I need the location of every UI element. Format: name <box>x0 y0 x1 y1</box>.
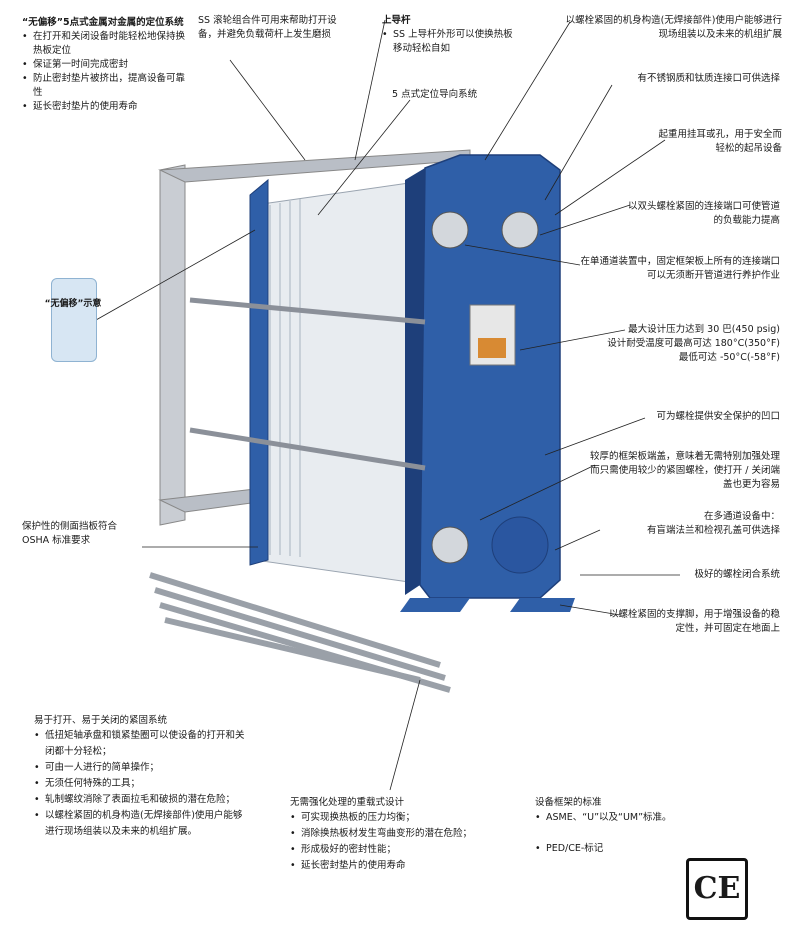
bottom-left-title: 易于打开、易于关闭的紧固系统 <box>34 715 168 726</box>
list-item: 可由一人进行的简单操作； <box>34 760 249 776</box>
list-item: 轧制螺纹消除了表面拉毛和破损的潜在危险； <box>34 792 249 808</box>
right-label-1: 以螺栓紧固的机身构造(无焊接部件)使用户能够进行现场组装以及未来的机组扩展 <box>565 15 782 40</box>
list-item: 无须任何特殊的工具； <box>34 776 249 792</box>
right-label-3: 起重用挂耳或孔，用于安全而轻松的起吊设备 <box>658 129 782 154</box>
frame-plate-side <box>405 168 425 595</box>
bottom-right-callout: 设备框架的标准 ASME、“U”以及“UM”标准。 PED/CE-标记 <box>535 796 675 856</box>
list-item: 防止密封垫片被挤出，提高设备可靠性 <box>22 72 192 100</box>
right-label-8: 较厚的框架板端盖，意味着无需特别加强处理而只需使用较少的紧固螺栓，使打开 / 关… <box>590 451 781 490</box>
frame-plate <box>419 154 561 599</box>
list-item: 形成极好的密封性能； <box>290 842 490 858</box>
bottom-mid-callout: 无需强化处理的重载式设计 可实现换热板的压力均衡； 消除换热板材发生弯曲变形的潜… <box>290 796 490 874</box>
list-item: ASME、“U”以及“UM”标准。 <box>535 810 675 826</box>
support-foot <box>510 598 575 612</box>
right-label-6: 最大设计压力达到 30 巴(450 psig) 设计耐受温度可最高可达 180°… <box>607 324 780 363</box>
no-offset-illustration-box <box>51 278 97 362</box>
list-item: 保证第一时间完成密封 <box>22 58 192 72</box>
right-label-5: 在单通道装置中，固定框架板上所有的连接端口可以无须断开管道进行养护作业 <box>580 256 780 281</box>
five-point-label: 5 点式定位导向系统 <box>392 89 478 100</box>
top-left-callout: “无偏移”5点式金属对金属的定位系统 在打开和关闭设备时能轻松地保持换热板定位 … <box>22 16 192 114</box>
ce-mark-logo: CE <box>686 858 748 920</box>
right-label-10: 极好的螺栓闭合系统 <box>694 569 780 580</box>
spare-bolts <box>149 572 451 693</box>
blind-flange <box>491 516 549 574</box>
list-item: 延长密封垫片的使用寿命 <box>290 858 490 874</box>
list-item: 在打开和关闭设备时能轻松地保持换热板定位 <box>22 30 192 58</box>
bottom-mid-title: 无需强化处理的重载式设计 <box>290 797 405 808</box>
top-left-title: “无偏移”5点式金属对金属的定位系统 <box>22 17 184 28</box>
right-label-2: 有不锈钢质和钛质连接口可供选择 <box>637 73 780 84</box>
list-item: 可实现换热板的压力均衡； <box>290 810 490 826</box>
right-label-7: 可为螺栓提供安全保护的凹口 <box>656 411 780 422</box>
upper-bar-title: 上导杆 <box>382 15 411 26</box>
leader-lines <box>95 19 680 791</box>
bottom-right-title: 设备框架的标准 <box>535 797 602 808</box>
right-label-9: 在多通道设备中： 有盲端法兰和检视孔盖可供选择 <box>646 511 780 536</box>
upper-bar-callout: 上导杆 SS 上导杆外形可以使换热板移动轻松自如 <box>382 14 517 56</box>
plate-lines <box>269 199 301 557</box>
warning-label <box>478 338 506 358</box>
name-plate <box>469 304 516 366</box>
right-label-11: 以螺栓紧固的支撑脚，用于增强设备的稳定性，并可固定在地面上 <box>608 609 780 634</box>
list-item: 低扭矩轴承盘和锁紧垫圈可以使设备的打开和关闭都十分轻松； <box>34 728 249 760</box>
support-foot <box>400 598 470 612</box>
top-left-list: 在打开和关闭设备时能轻松地保持换热板定位 保证第一时间完成密封 防止密封垫片被挤… <box>22 30 192 114</box>
support-column <box>159 164 186 526</box>
list-item: 延长密封垫片的使用寿命 <box>22 100 192 114</box>
bottom-left-callout: 易于打开、易于关闭的紧固系统 低扭矩轴承盘和锁紧垫圈可以使设备的打开和关闭都十分… <box>34 714 249 840</box>
box-label: “无偏移”示意 <box>44 299 102 309</box>
port-top-left <box>431 211 469 249</box>
ss-roller-label: SS 滚轮组合件可用来帮助打开设备，并避免负载荷杆上发生磨损 <box>198 15 337 40</box>
port-top-right <box>501 211 539 249</box>
tightening-bolts <box>189 297 426 471</box>
list-item: 消除换热板材发生弯曲变形的潜在危险； <box>290 826 490 842</box>
list-item: SS 上导杆外形可以使换热板移动轻松自如 <box>382 28 517 56</box>
port-bottom-left <box>431 526 469 564</box>
side-guard-label: 保护性的侧面挡板符合 OSHA 标准要求 <box>22 521 118 546</box>
plate-pack <box>254 179 431 586</box>
pressure-plate <box>249 178 269 566</box>
right-label-4: 以双头螺栓紧固的连接端口可使管道的负载能力提高 <box>628 201 781 226</box>
list-item: 以螺栓紧固的机身构造(无焊接部件)使用户能够进行现场组装以及未来的机组扩展。 <box>34 808 249 840</box>
ped-ce-mark-label: PED/CE-标记 <box>535 842 675 856</box>
